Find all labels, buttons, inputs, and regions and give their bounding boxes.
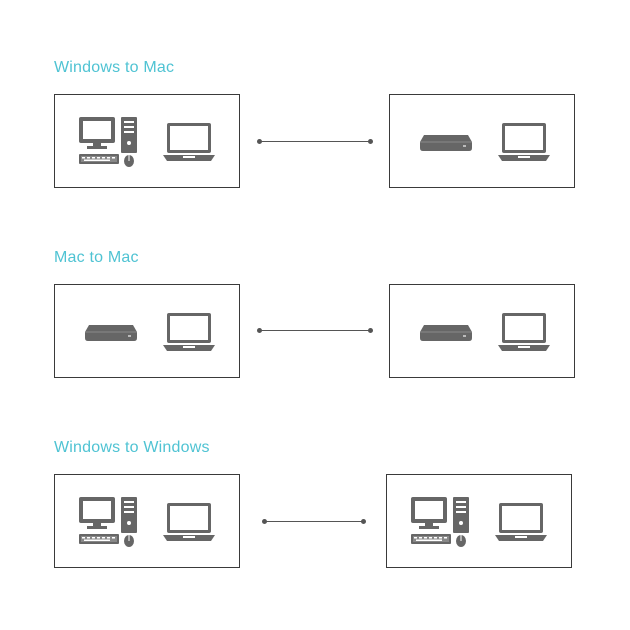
connector-line — [260, 141, 370, 142]
mac-mini-icon — [83, 323, 139, 343]
laptop-icon — [161, 311, 217, 353]
laptop-icon — [496, 311, 552, 353]
laptop-icon — [161, 501, 217, 543]
target-panel-mac — [389, 284, 575, 378]
connector-endpoint-right — [361, 519, 366, 524]
connector-endpoint-right — [368, 328, 373, 333]
connector-endpoint-right — [368, 139, 373, 144]
section-title-windows-to-mac: Windows to Mac — [54, 59, 175, 76]
windows-desktop-pc-icon — [77, 115, 143, 169]
laptop-icon — [493, 501, 549, 543]
connector-endpoint-left — [257, 139, 262, 144]
target-panel-windows — [386, 474, 572, 568]
laptop-icon — [161, 121, 217, 163]
connector-endpoint-left — [262, 519, 267, 524]
laptop-icon — [496, 121, 552, 163]
mac-mini-icon — [418, 323, 474, 343]
connector-line — [265, 521, 363, 522]
connector-line — [260, 330, 370, 331]
windows-desktop-pc-icon — [77, 495, 143, 549]
connection-line — [257, 137, 373, 147]
connector-endpoint-left — [257, 328, 262, 333]
connection-line — [257, 326, 373, 336]
source-panel-windows — [54, 94, 240, 188]
section-title-windows-to-windows: Windows to Windows — [54, 439, 210, 456]
target-panel-mac — [389, 94, 575, 188]
section-title-mac-to-mac: Mac to Mac — [54, 249, 139, 266]
mac-mini-icon — [418, 133, 474, 153]
windows-desktop-pc-icon — [409, 495, 475, 549]
connection-line — [262, 517, 366, 527]
source-panel-mac — [54, 284, 240, 378]
source-panel-windows — [54, 474, 240, 568]
